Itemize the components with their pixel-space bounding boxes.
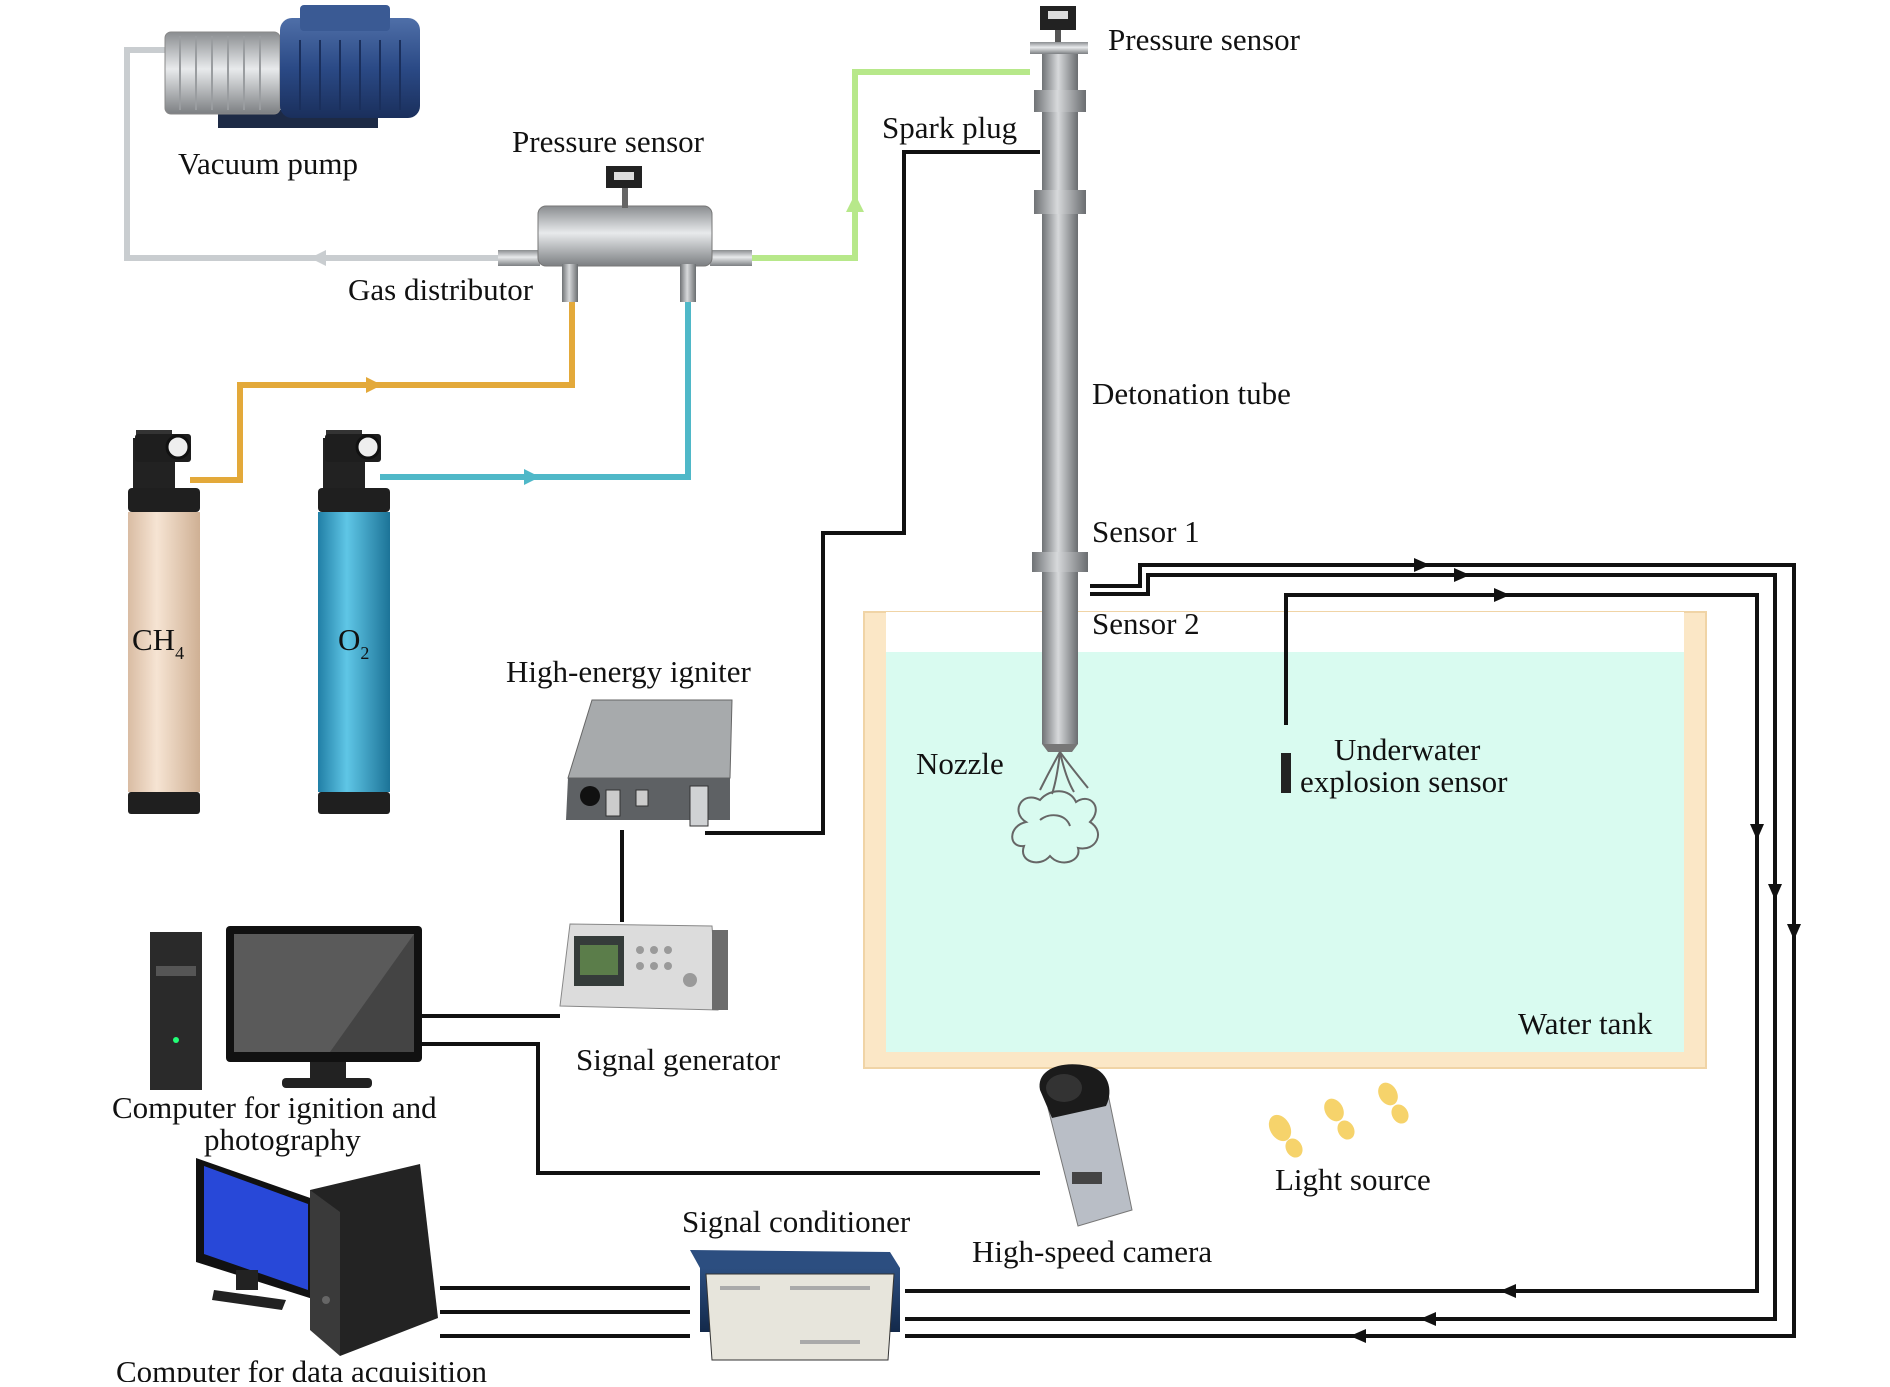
sensor-1-label: Sensor 1 (1092, 514, 1200, 549)
computer-ignition (150, 926, 422, 1090)
high-energy-igniter (566, 699, 733, 827)
computer-data-acquisition-label: Computer for data acquisition (116, 1354, 488, 1382)
nozzle-label: Nozzle (916, 746, 1004, 781)
o2-label-base: O (338, 622, 360, 657)
gas-distributor-label: Gas distributor (348, 272, 534, 307)
computer-data-acquisition (196, 1158, 438, 1356)
outlet-line (748, 69, 1030, 261)
vacuum-pump-label: Vacuum pump (178, 146, 358, 181)
vacuum-pump (164, 5, 420, 128)
underwater-explosion-sensor (1281, 753, 1291, 793)
signal-generator (559, 923, 728, 1011)
underwater-sensor-label-line1: Underwater (1334, 732, 1481, 767)
spark-plug-label: Spark plug (882, 110, 1017, 145)
detonation-tube-label: Detonation tube (1092, 376, 1291, 411)
computer-ignition-label-line2: photography (204, 1122, 361, 1157)
underwater-sensor-label-line2: explosion sensor (1300, 764, 1508, 799)
high-energy-igniter-label: High-energy igniter (506, 654, 751, 689)
sensor-2-label: Sensor 2 (1092, 606, 1200, 641)
ch4-line (190, 292, 575, 483)
ch4-cylinder-label: CH4 (132, 622, 184, 663)
high-speed-camera (1039, 1064, 1133, 1227)
pressure-sensor-top-label: Pressure sensor (1108, 22, 1301, 57)
signal-arrows (1350, 558, 1801, 1343)
detonation-tube (1030, 6, 1088, 752)
o2-cylinder (318, 430, 390, 814)
signal-generator-label: Signal generator (576, 1042, 781, 1077)
gas-distributor (498, 166, 752, 302)
nozzle-bubble (1011, 751, 1099, 864)
computer-ignition-label-line1: Computer for ignition and (112, 1090, 437, 1125)
ch4-label-base: CH (132, 622, 175, 657)
high-speed-camera-label: High-speed camera (972, 1234, 1212, 1269)
o2-cylinder-label: O2 (338, 622, 369, 663)
ch4-cylinder (128, 430, 200, 814)
signal-conditioner-label: Signal conditioner (682, 1204, 911, 1239)
pressure-sensor-distributor-label: Pressure sensor (512, 124, 705, 159)
vacuum-line (124, 47, 500, 266)
ch4-label-sub: 4 (175, 643, 184, 663)
water-tank-label: Water tank (1518, 1006, 1653, 1041)
signal-lines (422, 150, 1796, 1338)
o2-line (380, 292, 691, 485)
light-source (1268, 1082, 1409, 1158)
signal-conditioner (690, 1250, 900, 1361)
o2-label-sub: 2 (360, 643, 369, 663)
light-source-label: Light source (1275, 1162, 1431, 1197)
